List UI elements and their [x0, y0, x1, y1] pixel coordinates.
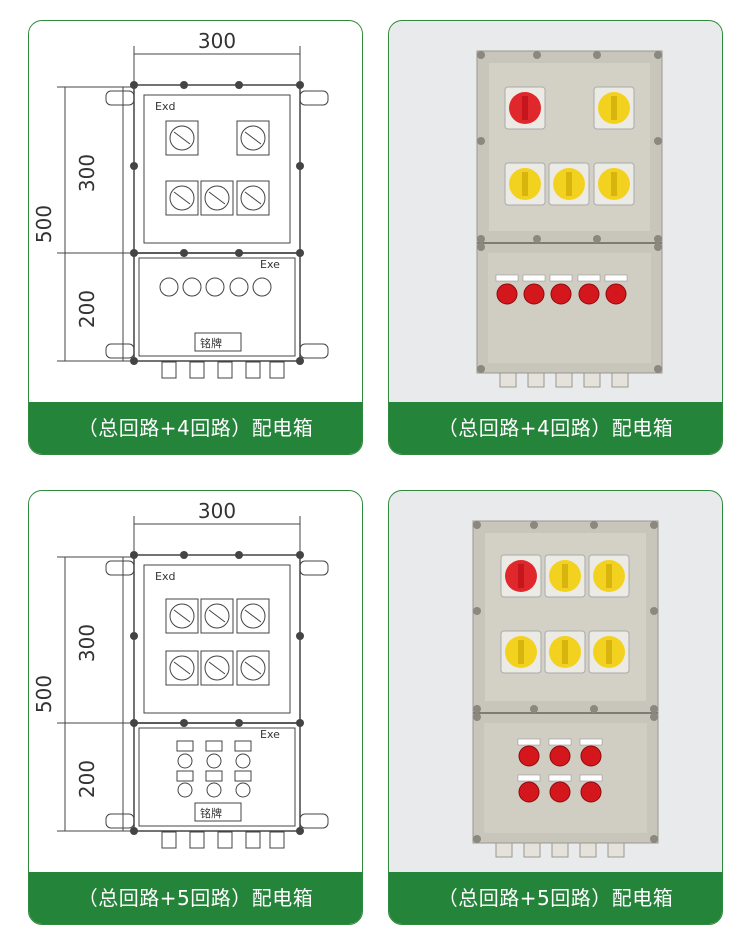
zone-label-exe: Exe [260, 728, 280, 741]
product-caption: （总回路+4回路）配电箱 [29, 402, 362, 454]
nameplate-label: 铭牌 [200, 336, 222, 350]
technical-drawing: 300 500 300 200 Exd Exe 铭牌 [32, 499, 329, 849]
product-caption: （总回路+4回路）配电箱 [389, 402, 722, 454]
zone-label-exd: Exd [155, 100, 175, 113]
dim-total-label: 500 [32, 205, 56, 243]
product-photo [476, 50, 663, 388]
product-card-photo-4[interactable]: （总回路+4回路）配电箱 [388, 20, 723, 455]
dim-width-label: 300 [198, 499, 236, 523]
dim-width-label: 300 [198, 29, 236, 53]
dim-upper-label: 300 [75, 154, 99, 192]
dim-lower-label: 200 [75, 760, 99, 798]
product-card-photo-5[interactable]: （总回路+5回路）配电箱 [388, 490, 723, 925]
dim-total-label: 500 [32, 675, 56, 713]
dim-upper-label: 300 [75, 624, 99, 662]
product-caption: （总回路+5回路）配电箱 [389, 872, 722, 924]
zone-label-exd: Exd [155, 570, 175, 583]
nameplate-label: 铭牌 [200, 806, 222, 820]
product-caption: （总回路+5回路）配电箱 [29, 872, 362, 924]
product-card-drawing-4[interactable]: 300 500 300 200 Exd Exe 铭牌 （总回路+4回路）配电箱 [28, 20, 363, 455]
technical-drawing: 300 500 300 200 Exd Exe 铭牌 [32, 29, 329, 379]
zone-label-exe: Exe [260, 258, 280, 271]
dim-lower-label: 200 [75, 290, 99, 328]
product-photo [472, 520, 659, 858]
product-card-drawing-5[interactable]: 300 500 300 200 Exd Exe 铭牌 （总回路+5回路）配电箱 [28, 490, 363, 925]
